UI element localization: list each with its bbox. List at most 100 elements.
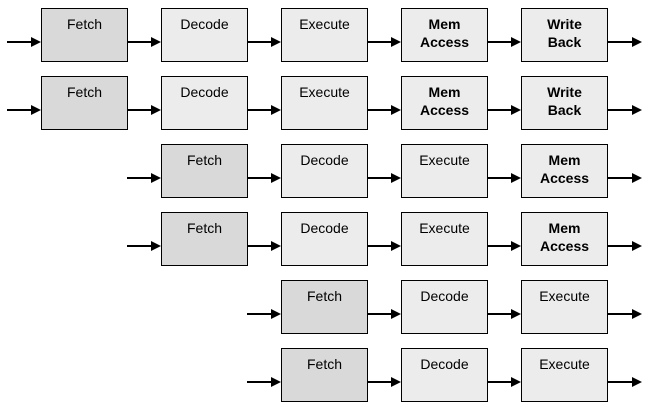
stage-decode-box: Decode — [281, 144, 368, 198]
stage-arrow — [368, 241, 401, 251]
stage-rect — [281, 280, 368, 334]
input-arrow — [7, 37, 41, 47]
stage-label: Write — [547, 16, 582, 32]
stage-execute-box: Execute — [281, 8, 368, 62]
output-arrow — [608, 37, 642, 47]
stage-execute-box: Execute — [401, 212, 488, 266]
stage-rect — [281, 144, 368, 198]
output-arrow — [608, 309, 642, 319]
stage-rect — [521, 144, 608, 198]
stage-rect — [281, 212, 368, 266]
stage-execute-box: Execute — [401, 144, 488, 198]
stage-arrow — [248, 241, 281, 251]
input-arrow — [127, 173, 161, 183]
output-arrow — [608, 377, 642, 387]
stage-execute-box: Execute — [521, 348, 608, 402]
stage-decode-box: Decode — [281, 212, 368, 266]
stage-rect — [521, 212, 608, 266]
stage-rect — [521, 348, 608, 402]
input-arrow — [247, 377, 281, 387]
stage-arrow — [488, 173, 521, 183]
stage-label: Back — [548, 34, 582, 50]
stage-rect — [401, 280, 488, 334]
stage-rect — [521, 280, 608, 334]
stage-arrow — [488, 37, 521, 47]
stage-label: Fetch — [187, 220, 222, 236]
output-arrow — [608, 105, 642, 115]
stage-decode-box: Decode — [401, 348, 488, 402]
stage-fetch-box: Fetch — [41, 76, 128, 130]
stage-arrow — [128, 37, 161, 47]
stage-label: Access — [540, 170, 589, 186]
stage-rect — [401, 212, 488, 266]
stage-label: Mem — [429, 84, 461, 100]
stage-label: Write — [547, 84, 582, 100]
output-arrow — [608, 241, 642, 251]
stage-arrow — [488, 241, 521, 251]
stage-label: Mem — [549, 152, 581, 168]
input-arrow — [247, 309, 281, 319]
stage-arrow — [368, 377, 401, 387]
stage-arrow — [368, 173, 401, 183]
stage-label: Decode — [420, 356, 468, 372]
input-arrow — [127, 241, 161, 251]
stage-rect — [41, 76, 128, 130]
stage-fetch-box: Fetch — [281, 348, 368, 402]
output-arrow — [608, 173, 642, 183]
stage-label: Execute — [419, 220, 470, 236]
stage-arrow — [248, 173, 281, 183]
stage-rect — [281, 8, 368, 62]
stage-fetch-box: Fetch — [41, 8, 128, 62]
stage-rect — [41, 8, 128, 62]
stage-rect — [161, 212, 248, 266]
stage-label: Access — [420, 102, 469, 118]
stage-label: Access — [540, 238, 589, 254]
stage-label: Back — [548, 102, 582, 118]
stage-arrow — [368, 37, 401, 47]
stage-label: Decode — [300, 152, 348, 168]
stage-rect — [401, 76, 488, 130]
stage-label: Execute — [539, 356, 590, 372]
stage-label: Fetch — [67, 16, 102, 32]
stage-label: Decode — [300, 220, 348, 236]
stage-fetch-box: Fetch — [161, 144, 248, 198]
stage-arrow — [488, 309, 521, 319]
stage-label: Execute — [539, 288, 590, 304]
stage-rect — [161, 144, 248, 198]
stage-label: Execute — [299, 84, 350, 100]
stage-rect — [281, 76, 368, 130]
stage-execute-box: Execute — [281, 76, 368, 130]
stage-label: Fetch — [307, 356, 342, 372]
stage-label: Fetch — [307, 288, 342, 304]
stage-rect — [521, 8, 608, 62]
stage-rect — [401, 8, 488, 62]
stage-fetch-box: Fetch — [161, 212, 248, 266]
stage-arrow — [128, 105, 161, 115]
input-arrow — [7, 105, 41, 115]
stage-label: Fetch — [187, 152, 222, 168]
stage-rect — [281, 348, 368, 402]
stage-arrow — [368, 105, 401, 115]
stage-label: Decode — [180, 16, 228, 32]
stage-rect — [161, 8, 248, 62]
stage-decode-box: Decode — [161, 8, 248, 62]
stage-label: Mem — [429, 16, 461, 32]
stage-label: Fetch — [67, 84, 102, 100]
stage-arrow — [488, 377, 521, 387]
stage-rect — [521, 76, 608, 130]
stage-rect — [161, 76, 248, 130]
stage-decode-box: Decode — [401, 280, 488, 334]
stage-label: Access — [420, 34, 469, 50]
stage-fetch-box: Fetch — [281, 280, 368, 334]
stage-arrow — [488, 105, 521, 115]
stage-label: Decode — [180, 84, 228, 100]
stage-label: Execute — [299, 16, 350, 32]
stage-arrow — [248, 105, 281, 115]
